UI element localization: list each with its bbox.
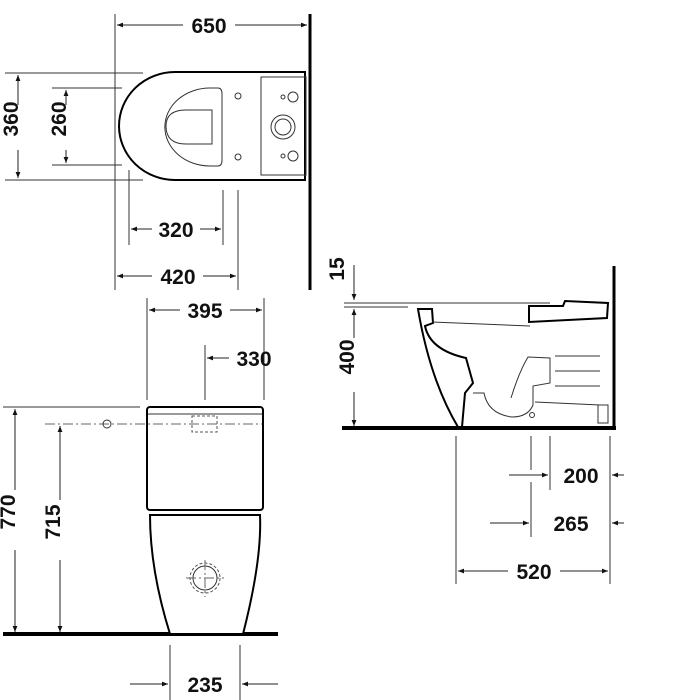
front-view: 395 330 770 715 235 <box>0 298 278 700</box>
seat-outline <box>164 87 223 167</box>
dim-320: 320 <box>158 219 193 242</box>
flush-button-icon <box>270 114 296 140</box>
wall-bracket <box>597 404 609 424</box>
fixing-point-icon <box>234 153 242 161</box>
dim-770: 770 <box>0 494 20 529</box>
dim-260: 260 <box>48 101 71 136</box>
cistern-side <box>528 299 610 324</box>
fixing-point-icon <box>234 92 242 100</box>
dim-395: 395 <box>187 300 222 323</box>
dim-15: 15 <box>326 257 349 281</box>
dim-715: 715 <box>42 504 65 539</box>
water-inlet-icon <box>102 419 112 429</box>
side-view: 15 400 200 265 520 <box>326 257 624 584</box>
inlet-icon <box>287 91 299 103</box>
dim-520: 520 <box>516 561 551 584</box>
dim-650: 650 <box>191 15 226 38</box>
dim-265: 265 <box>553 513 588 536</box>
dim-420: 420 <box>160 266 195 289</box>
fixing-point-icon <box>529 412 535 418</box>
bowl-front-side <box>416 308 475 428</box>
bowl-opening <box>165 109 213 145</box>
cistern-top <box>260 76 307 176</box>
dim-235: 235 <box>187 674 222 697</box>
cistern-front <box>146 406 264 511</box>
inlet-icon <box>287 150 299 162</box>
dim-360: 360 <box>0 101 23 136</box>
trap-outline <box>473 356 551 418</box>
flush-button-inner <box>274 118 292 136</box>
plan-view: 650 360 260 320 420 <box>0 14 312 290</box>
dim-330: 330 <box>236 348 271 371</box>
dim-400: 400 <box>336 339 359 374</box>
dim-200: 200 <box>563 465 598 488</box>
